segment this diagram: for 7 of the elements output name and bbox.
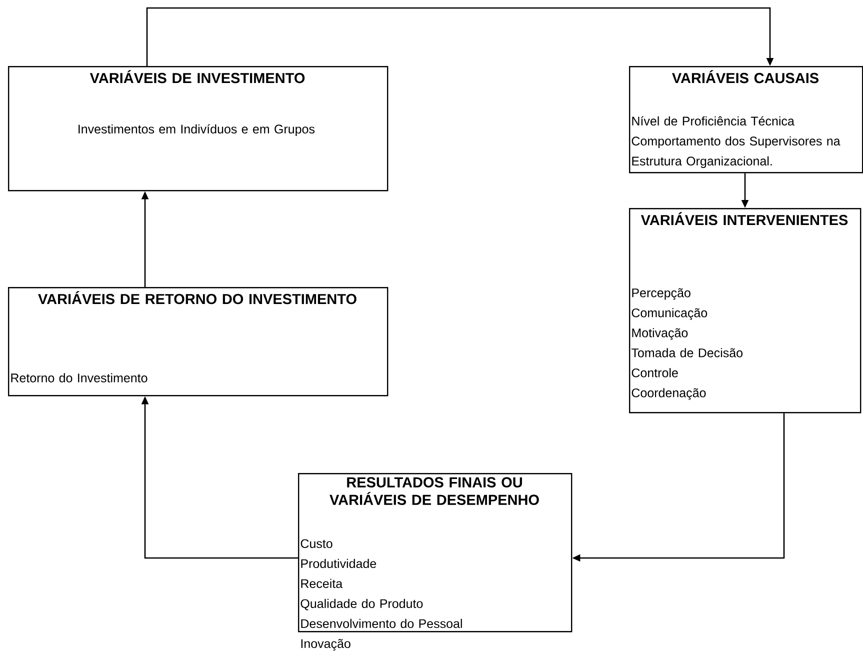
variable-box: VARIÁVEIS CAUSAIS Nível de Proficiência Técnica Comportamento dos Supervisores na Estrutura Organizacional. xyxy=(629,66,863,174)
arrow xyxy=(146,7,774,66)
variable-box: VARIÁVEIS DE RETORNO DO INVESTIMENTO Retorno do Investimento xyxy=(8,287,388,396)
node-label: Inovação xyxy=(301,638,350,651)
variable-box: VARIÁVEIS INTERVENIENTES Percepção Comunicação Motivação Tomada de Decisão Controle Coordenação xyxy=(629,208,862,414)
variable-box: VARIÁVEIS DE INVESTIMENTO Investimentos em Indivíduos e em Grupos xyxy=(8,66,388,192)
variable-box: RESULTADOS FINAIS OU VARIÁVEIS DE DESEMPENHO Custo Produtividade Receita Qualidade do Produto Desenvolvimento do Pessoal Inovação xyxy=(298,473,572,651)
